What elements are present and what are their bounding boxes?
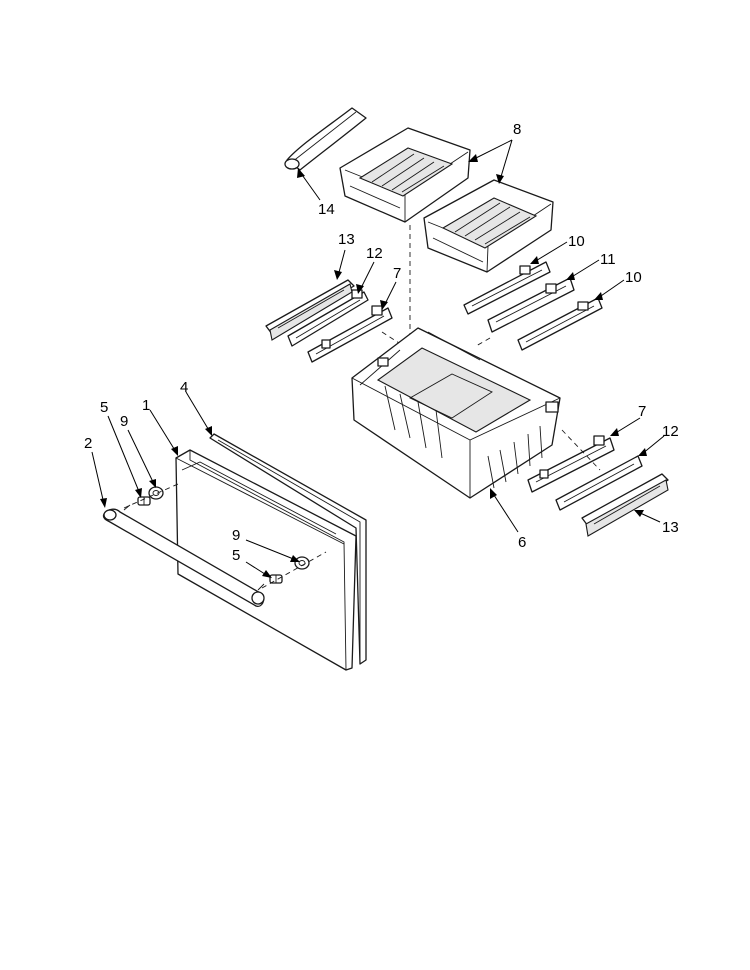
- part-8-crisper-bin-left: [339, 127, 471, 223]
- part-12-rail-left: [287, 289, 369, 347]
- part-5-screw-lower: [269, 574, 283, 584]
- part-10-rail-upper-right: [463, 261, 551, 315]
- part-4-door-gasket: [209, 433, 367, 665]
- alignment-dash-lower-rails: [561, 429, 601, 471]
- part-1-freezer-door: [175, 449, 357, 671]
- alignment-dash-handle-upper: [123, 483, 179, 509]
- callout-10-upper: 10: [568, 233, 585, 250]
- part-14-trim-piece: [284, 107, 367, 171]
- callout-7-right: 7: [638, 403, 646, 420]
- part-9-spacer-upper: [148, 486, 164, 500]
- callout-12-left: 12: [366, 245, 383, 262]
- part-7-slide-left: [307, 305, 393, 363]
- part-9-spacer-lower: [294, 556, 310, 570]
- callout-13-left: 13: [338, 231, 355, 248]
- alignment-dash-handle-lower: [261, 551, 327, 589]
- part-8-crisper-bin-right: [423, 179, 554, 273]
- part-7-slide-right: [527, 435, 615, 493]
- part-2-door-handle: [102, 504, 265, 607]
- callout-7-left: 7: [393, 265, 401, 282]
- part-12-rail-right: [555, 455, 643, 511]
- part-13-rail-cover-left: [265, 279, 355, 341]
- callout-8: 8: [513, 121, 521, 138]
- part-10-rail-lower-right: [517, 297, 603, 351]
- leader-lines: [91, 139, 665, 578]
- callout-5-lower: 5: [232, 547, 240, 564]
- callout-labels: 14 8 13 12 7 10 11 10 7 12 13 6 4 1 9 5 …: [84, 121, 679, 564]
- callout-2: 2: [84, 435, 92, 452]
- callout-14: 14: [318, 201, 335, 218]
- part-11-rail-center-right: [487, 277, 575, 333]
- callout-9-lower: 9: [232, 527, 240, 544]
- callout-4: 4: [180, 379, 188, 396]
- part-6-drawer-basket: [351, 327, 561, 499]
- callout-13-right: 13: [662, 519, 679, 536]
- callout-9-upper: 9: [120, 413, 128, 430]
- callout-5-upper: 5: [100, 399, 108, 416]
- alignment-dash-right-rails: [475, 337, 491, 347]
- part-5-screw-upper: [137, 496, 151, 506]
- callout-11: 11: [600, 251, 616, 268]
- callout-6: 6: [518, 534, 526, 551]
- callout-12-right: 12: [662, 423, 679, 440]
- callout-10-lower: 10: [625, 269, 642, 286]
- part-13-rail-cover-right: [581, 473, 669, 537]
- callout-1: 1: [142, 397, 150, 414]
